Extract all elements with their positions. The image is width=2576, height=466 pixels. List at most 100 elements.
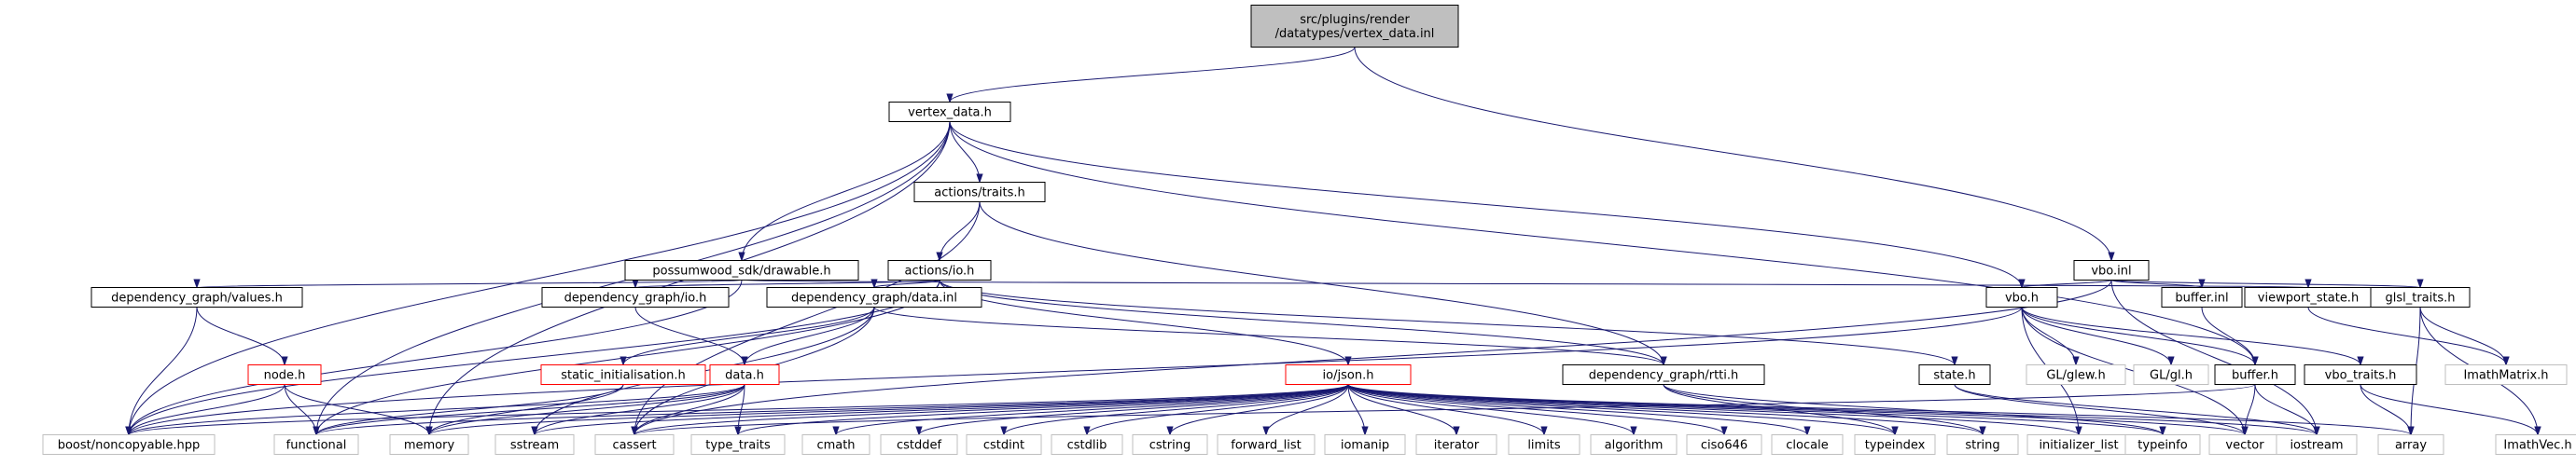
node-label: actions/io.h <box>905 265 975 279</box>
node-imathmatrix-h: ImathMatrix.h <box>2444 364 2568 385</box>
edge-vertex_data_h-to-noncopyable <box>129 121 951 435</box>
node-glew-h: GL/glew.h <box>2026 364 2126 385</box>
node-cmath: cmath <box>801 434 870 455</box>
edge-vbo_inl-to-buffer_inl <box>2110 281 2202 288</box>
node-values-h[interactable]: dependency_graph/values.h <box>91 287 303 308</box>
edge-io_json_h-to-cmath <box>836 384 1349 435</box>
node-label: ciso646 <box>1701 439 1748 453</box>
edge-io_json_h-to-initializer_list <box>1347 384 2079 435</box>
edge-node_h-to-functional <box>284 384 316 435</box>
node-node-h[interactable]: node.h <box>247 364 322 385</box>
node-label: limits <box>1527 439 1561 453</box>
node-label: viewport_state.h <box>2258 292 2359 306</box>
edge-rtti_h-to-typeinfo <box>1663 384 2163 435</box>
edge-buffer_h-to-iostream <box>2254 384 2317 435</box>
edge-vertex_data_h-to-actions_traits_h <box>949 121 980 183</box>
node-buffer-inl[interactable]: buffer.inl <box>2161 287 2243 308</box>
node-iterator: iterator <box>1415 434 1497 455</box>
node-array: array <box>2377 434 2444 455</box>
edge-io_json_h-to-string <box>1347 384 1983 435</box>
edge-io_json_h-to-forward_list <box>1266 384 1349 435</box>
node-label: iterator <box>1434 439 1480 453</box>
edge-io_json_h-to-iterator <box>1347 384 1456 435</box>
node-data-inl[interactable]: dependency_graph/data.inl <box>766 287 982 308</box>
edge-vbo_inl-to-glsl_traits_h <box>2110 281 2420 288</box>
node-label: dependency_graph/io.h <box>564 292 707 306</box>
edge-vertex_data_h-to-vbo_h <box>949 121 2022 288</box>
edge-dg_io_h-to-data_h <box>634 307 745 365</box>
node-label: cstring <box>1149 439 1191 453</box>
edge-values_h-to-node_h <box>196 307 285 365</box>
edge-node_h-to-memory <box>284 384 429 435</box>
node-clocale: clocale <box>1771 434 1844 455</box>
edge-io_json_h-to-clocale <box>1347 384 1807 435</box>
node-drawable-h[interactable]: possumwood_sdk/drawable.h <box>624 260 859 281</box>
edge-actions_io_h-to-dg_io_h <box>635 281 940 288</box>
node-buffer-h[interactable]: buffer.h <box>2214 364 2296 385</box>
node-noncopyable: boost/noncopyable.hpp <box>42 434 216 455</box>
node-label: GL/glew.h <box>2046 369 2105 383</box>
edge-drawable_h-to-viewport_state_h <box>741 281 2308 288</box>
edge-vbo_inl-to-iostream <box>2110 280 2317 435</box>
node-label: cstddef <box>897 439 942 453</box>
node-state-h[interactable]: state.h <box>1918 364 1991 385</box>
node-actions-io-h[interactable]: actions/io.h <box>887 260 992 281</box>
node-vbo-h[interactable]: vbo.h <box>1985 287 2058 308</box>
node-glsl-traits-h[interactable]: glsl_traits.h <box>2370 287 2471 308</box>
node-imathvec: ImathVec.h <box>2495 434 2576 455</box>
edge-data_h-to-cassert <box>634 384 745 435</box>
node-rtti-h[interactable]: dependency_graph/rtti.h <box>1562 364 1765 385</box>
node-functional: functional <box>273 434 359 455</box>
edge-actions_io_h-to-data_inl <box>874 281 940 288</box>
node-static-init-h[interactable]: static_initialisation.h <box>540 364 706 385</box>
edge-root-to-vertex_data_h <box>950 47 1356 103</box>
node-cassert: cassert <box>594 434 675 455</box>
edge-buffer_h-to-vector <box>2245 384 2256 435</box>
node-label: boost/noncopyable.hpp <box>58 439 201 453</box>
node-label: io/json.h <box>1323 369 1374 383</box>
node-type-traits: type_traits <box>690 434 786 455</box>
node-io-json-h[interactable]: io/json.h <box>1285 364 1412 385</box>
node-string: string <box>1946 434 2019 455</box>
node-label: src/plugins/render <box>1300 13 1410 27</box>
edge-io_json_h-to-noncopyable <box>129 384 1349 435</box>
edge-state_h-to-vector <box>1954 384 2245 435</box>
edge-vbo_h-to-gl_h <box>2021 307 2171 365</box>
edge-drawable_h-to-values_h <box>197 281 743 288</box>
node-label: dependency_graph/values.h <box>111 292 283 306</box>
node-label: sstream <box>510 439 559 453</box>
node-dg-io-h[interactable]: dependency_graph/io.h <box>541 287 730 308</box>
edge-vbo_inl-to-vbo_h <box>2022 281 2112 288</box>
node-data-h[interactable]: data.h <box>709 364 780 385</box>
node-actions-traits-h[interactable]: actions/traits.h <box>913 182 1046 202</box>
node-iomanip: iomanip <box>1324 434 1406 455</box>
node-label: memory <box>404 439 455 453</box>
edge-state_h-to-iostream <box>1954 384 2317 435</box>
node-vbo-inl[interactable]: vbo.inl <box>2073 260 2150 281</box>
node-vertex-data-h[interactable]: vertex_data.h <box>888 102 1011 122</box>
node-algorithm: algorithm <box>1590 434 1678 455</box>
node-label: node.h <box>264 369 306 383</box>
edge-vbo_h-to-vbo_traits_h <box>2021 307 2360 365</box>
edge-io_json_h-to-typeindex <box>1347 384 1895 435</box>
node-ciso646: ciso646 <box>1686 434 1762 455</box>
edge-root-to-vbo_inl <box>1354 47 2111 261</box>
node-label: iostream <box>2290 439 2343 453</box>
node-label: typeindex <box>1865 439 1926 453</box>
node-label: static_initialisation.h <box>561 369 686 383</box>
node-root[interactable]: src/plugins/render/datatypes/vertex_data… <box>1250 5 1459 48</box>
edge-vbo_h-to-noncopyable <box>129 307 2023 435</box>
edge-data_inl-to-rtti_h <box>873 307 1664 365</box>
node-label: cstdlib <box>1067 439 1107 453</box>
edge-rtti_h-to-string <box>1663 384 1983 435</box>
edge-actions_traits_h-to-cassert <box>634 201 981 435</box>
node-memory: memory <box>389 434 469 455</box>
node-vbo-traits-h[interactable]: vbo_traits.h <box>2304 364 2417 385</box>
edge-vbo_traits_h-to-array <box>2360 384 2411 435</box>
edge-vertex_data_h-to-buffer_h <box>949 121 2255 365</box>
edge-io_json_h-to-cstdint <box>1004 384 1349 435</box>
edge-actions_traits_h-to-actions_io_h <box>940 201 981 261</box>
edge-io_json_h-to-algorithm <box>1347 384 1634 435</box>
edge-data_inl-to-data_h <box>745 307 875 365</box>
node-viewport-state-h[interactable]: viewport_state.h <box>2244 287 2373 308</box>
